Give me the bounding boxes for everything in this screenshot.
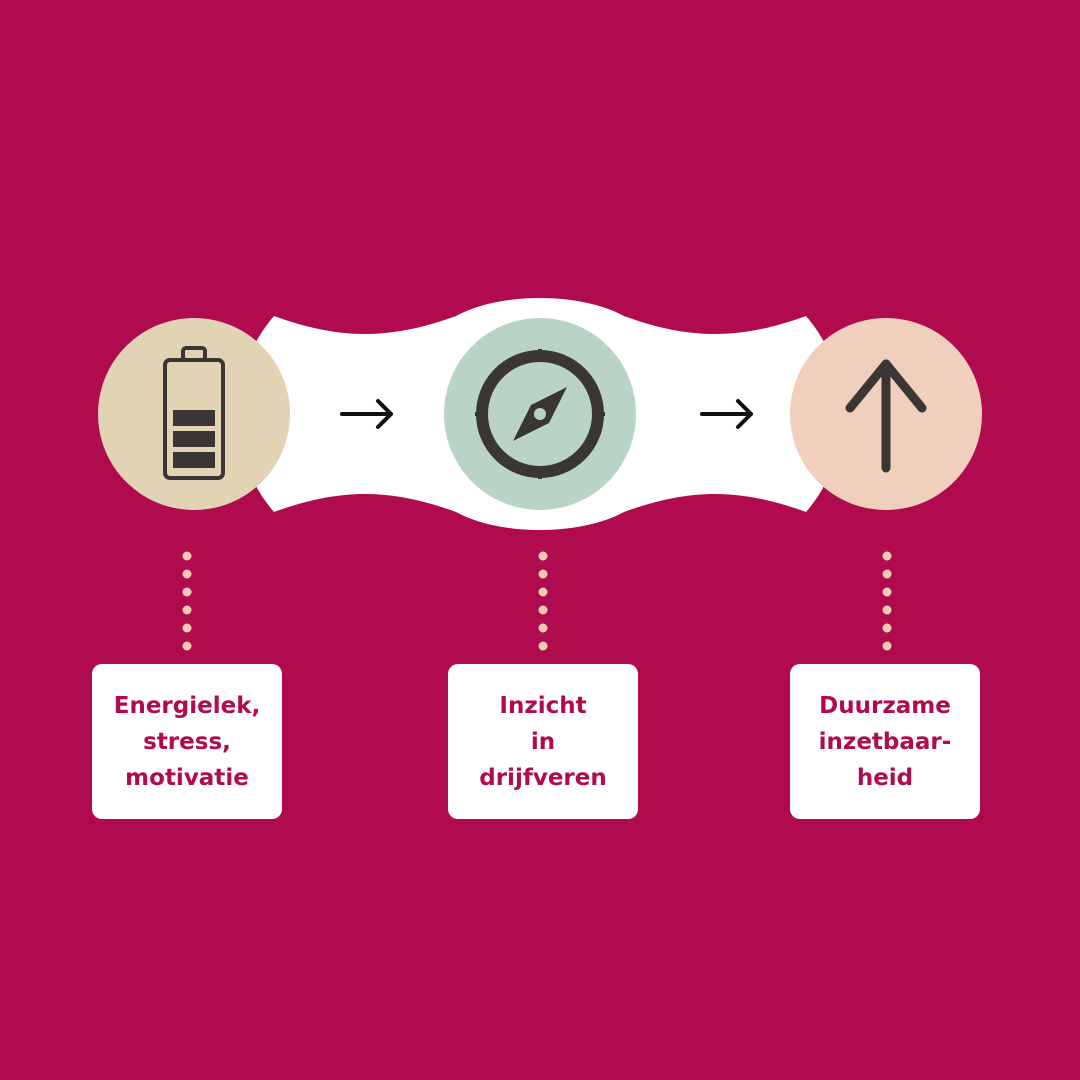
label-box-energy: Energielek, stress, motivatie <box>92 664 282 819</box>
connector-dot <box>538 551 548 561</box>
connector-dot <box>182 623 192 633</box>
connector-dot <box>882 587 892 597</box>
connector-dot <box>882 641 892 651</box>
battery-icon <box>163 346 225 480</box>
connector-dot <box>182 605 192 615</box>
connector-dot <box>182 587 192 597</box>
connector-dot <box>882 569 892 579</box>
connector-dot <box>182 569 192 579</box>
label-sustainable: Duurzame inzetbaar- heid <box>818 692 952 791</box>
connector-dot <box>182 641 192 651</box>
arrow-right-icon <box>340 399 393 429</box>
label-energy: Energielek, stress, motivatie <box>113 692 261 791</box>
connector-dot <box>882 623 892 633</box>
connector-dot <box>538 605 548 615</box>
label-box-insight: Inzicht in drijfveren <box>448 664 638 819</box>
connector-dot <box>538 641 548 651</box>
arrow-right-icon <box>700 399 753 429</box>
label-insight: Inzicht in drijfveren <box>479 692 607 791</box>
arrow-up-icon <box>845 359 927 473</box>
connector-dot <box>538 587 548 597</box>
connector-dot <box>182 551 192 561</box>
compass-icon <box>475 349 605 479</box>
dotted-connectors <box>182 551 892 651</box>
connector-dot <box>882 551 892 561</box>
connector-dot <box>538 569 548 579</box>
connector-dot <box>882 605 892 615</box>
label-box-sustainable: Duurzame inzetbaar- heid <box>790 664 980 819</box>
connector-dot <box>538 623 548 633</box>
